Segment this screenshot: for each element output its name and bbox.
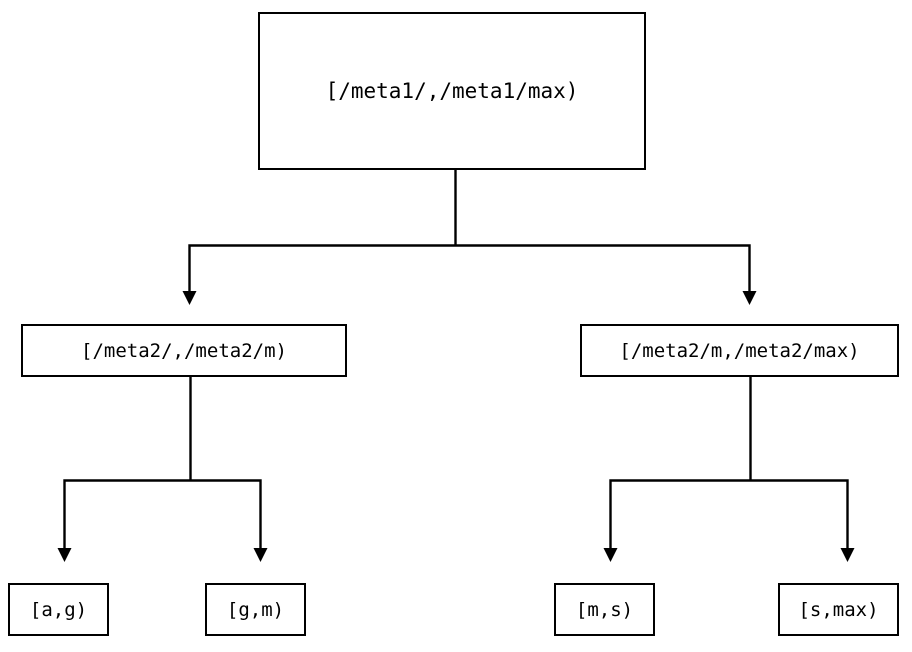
node-leaf-a-g[interactable]: [a,g)	[8, 583, 109, 636]
node-level2-left-label: [/meta2/,/meta2/m)	[81, 339, 287, 362]
edge-level2-left-to-leaf-g-m	[190, 479, 262, 548]
node-leaf-g-m-label: [g,m)	[226, 598, 285, 621]
node-root[interactable]: [/meta1/,/meta1/max)	[258, 12, 646, 170]
node-leaf-m-s[interactable]: [m,s)	[554, 583, 655, 636]
edge-root-to-level2-left	[188, 244, 456, 291]
node-leaf-a-g-label: [a,g)	[29, 598, 88, 621]
node-level2-right[interactable]: [/meta2/m,/meta2/max)	[580, 324, 899, 377]
node-level2-right-label: [/meta2/m,/meta2/max)	[619, 339, 860, 362]
node-leaf-g-m[interactable]: [g,m)	[205, 583, 306, 636]
node-leaf-s-max[interactable]: [s,max)	[778, 583, 899, 636]
arrowhead-level2-left	[182, 291, 197, 305]
node-leaf-s-max-label: [s,max)	[798, 598, 879, 621]
arrowhead-leaf-m-s	[603, 548, 618, 562]
node-root-label: [/meta1/,/meta1/max)	[325, 79, 579, 103]
edge-level2-right-to-leaf-m-s	[609, 479, 751, 548]
edge-root-to-level2-right	[455, 244, 751, 291]
edge-level2-right-to-leaf-s-max	[750, 479, 849, 548]
edge-level2-left-to-leaf-a-g	[63, 479, 191, 548]
arrowhead-leaf-s-max	[840, 548, 855, 562]
arrowhead-leaf-g-m	[253, 548, 268, 562]
arrowhead-leaf-a-g	[57, 548, 72, 562]
arrowhead-level2-right	[742, 291, 757, 305]
node-leaf-m-s-label: [m,s)	[575, 598, 634, 621]
node-level2-left[interactable]: [/meta2/,/meta2/m)	[21, 324, 347, 377]
